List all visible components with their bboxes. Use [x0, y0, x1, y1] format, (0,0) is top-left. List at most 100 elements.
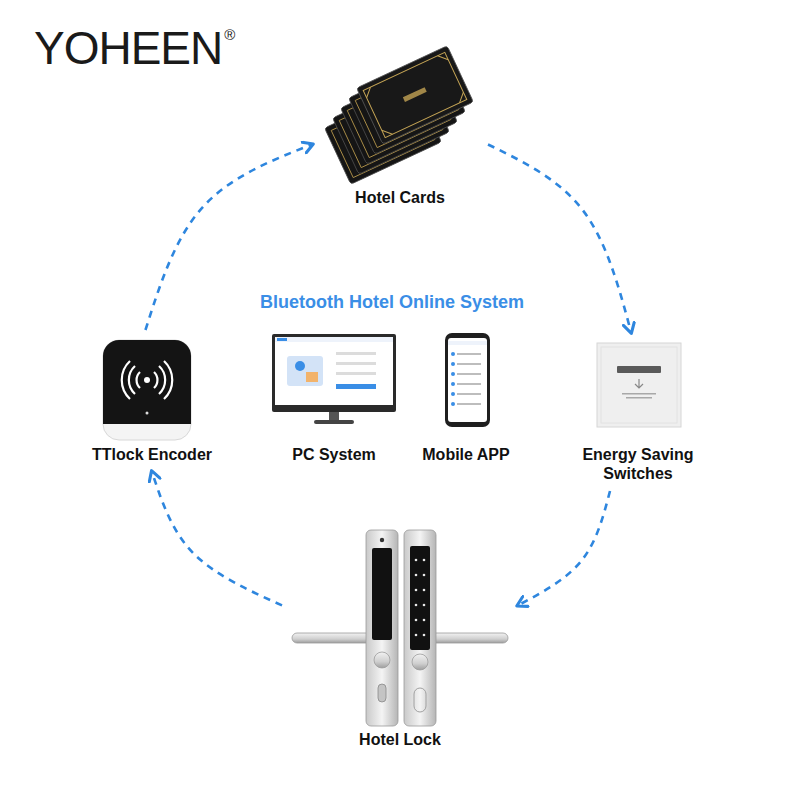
encoder-top [103, 340, 191, 424]
device-node: Mobile APP [417, 332, 515, 464]
list-icon [451, 392, 455, 396]
list-row [457, 353, 481, 355]
rfid-center-dot [144, 377, 150, 383]
keypad-key [415, 574, 418, 577]
keypad-key [415, 604, 418, 607]
device-node: TTlock Encoder [87, 338, 218, 464]
insert-arrow-icon [635, 379, 643, 388]
phone-body [445, 333, 490, 427]
keypad-key [415, 589, 418, 592]
keypad-panel [410, 546, 430, 650]
device-node: Hotel Lock [290, 528, 510, 749]
card-slot [617, 366, 661, 373]
picture-space [568, 340, 708, 445]
list-row [457, 373, 481, 375]
keypad-key [415, 634, 418, 637]
app-list [451, 352, 481, 406]
list-icon [451, 352, 455, 356]
key-cylinder [378, 684, 386, 702]
battery-cover [414, 688, 426, 712]
list-row [457, 363, 481, 365]
card-corner-ornament [363, 52, 467, 137]
keypad-key [423, 574, 426, 577]
list-icon [451, 402, 455, 406]
device-label: Energy Saving Switches [568, 445, 708, 483]
picture-space [87, 338, 218, 445]
energy-switch-picture [597, 343, 681, 427]
device-label: TTlock Encoder [87, 445, 218, 464]
lock-plate [366, 530, 398, 726]
screen-illustration [287, 356, 323, 386]
handle-rosette [412, 654, 428, 670]
rfid-wave [164, 361, 172, 399]
device-label: Mobile APP [417, 445, 515, 464]
hotel-card [357, 46, 474, 144]
keypad-key [415, 559, 418, 562]
list-icon [451, 362, 455, 366]
form-field [336, 352, 376, 355]
diagram-title: Bluetooth Hotel Online System [260, 291, 524, 313]
device-node: PC System [272, 332, 397, 464]
rfid-wave [159, 366, 165, 394]
handle-rosette [374, 652, 390, 668]
list-row [457, 403, 481, 405]
dashed-flow-arrow [152, 472, 282, 605]
status-led [146, 412, 149, 415]
picture-space [272, 332, 397, 445]
card-border [363, 52, 467, 137]
monitor-stand [329, 412, 339, 421]
phone-screen [448, 338, 487, 422]
card-body [357, 46, 474, 144]
screen-illustration [306, 372, 318, 382]
encoder-top [103, 404, 191, 424]
monitor-bezel [272, 334, 396, 412]
monitor-base [314, 420, 354, 424]
keypad-keys [415, 559, 426, 637]
rfid-wave [129, 366, 135, 394]
switch-plate [597, 343, 681, 427]
card-reader-panel [372, 548, 392, 640]
screen-illustration [295, 361, 305, 371]
lever-handle [292, 633, 378, 643]
keypad-key [423, 559, 426, 562]
form-field [336, 372, 376, 375]
keypad-key [415, 619, 418, 622]
lever-handle [424, 633, 508, 643]
switch-inner-border [601, 347, 677, 423]
device-label: PC System [272, 445, 397, 464]
list-icon [451, 372, 455, 376]
picture-space [290, 528, 510, 730]
picture-space [417, 332, 515, 445]
device-node: Energy Saving Switches [568, 340, 708, 483]
keypad-key [423, 619, 426, 622]
rfid-waves [122, 361, 173, 399]
keypad-key [423, 589, 426, 592]
keypad-key [423, 604, 426, 607]
encoder-picture [103, 340, 191, 440]
rfid-wave [137, 372, 140, 388]
form-button [336, 384, 376, 389]
keypad-key [423, 634, 426, 637]
monitor-screen [275, 337, 393, 405]
phone-picture [445, 333, 490, 427]
app-top-bar [448, 341, 487, 345]
screen-logo [277, 338, 287, 341]
brand-logo: YOHEEN [34, 22, 222, 75]
list-row [457, 383, 481, 385]
rfid-wave [154, 372, 157, 388]
form-field [336, 362, 376, 365]
encoder-body [103, 340, 191, 440]
lock-sensor-dot [380, 538, 384, 542]
device-label: Hotel Lock [290, 730, 510, 749]
picture-space [320, 38, 480, 188]
fine-print-mark [622, 393, 656, 395]
device-label: Hotel Cards [320, 188, 480, 207]
pc-monitor-picture [272, 334, 396, 424]
lock-plate [404, 530, 436, 726]
rfid-wave [122, 361, 130, 399]
card-logo-mark [403, 87, 427, 102]
screen-top-bar [275, 337, 393, 342]
